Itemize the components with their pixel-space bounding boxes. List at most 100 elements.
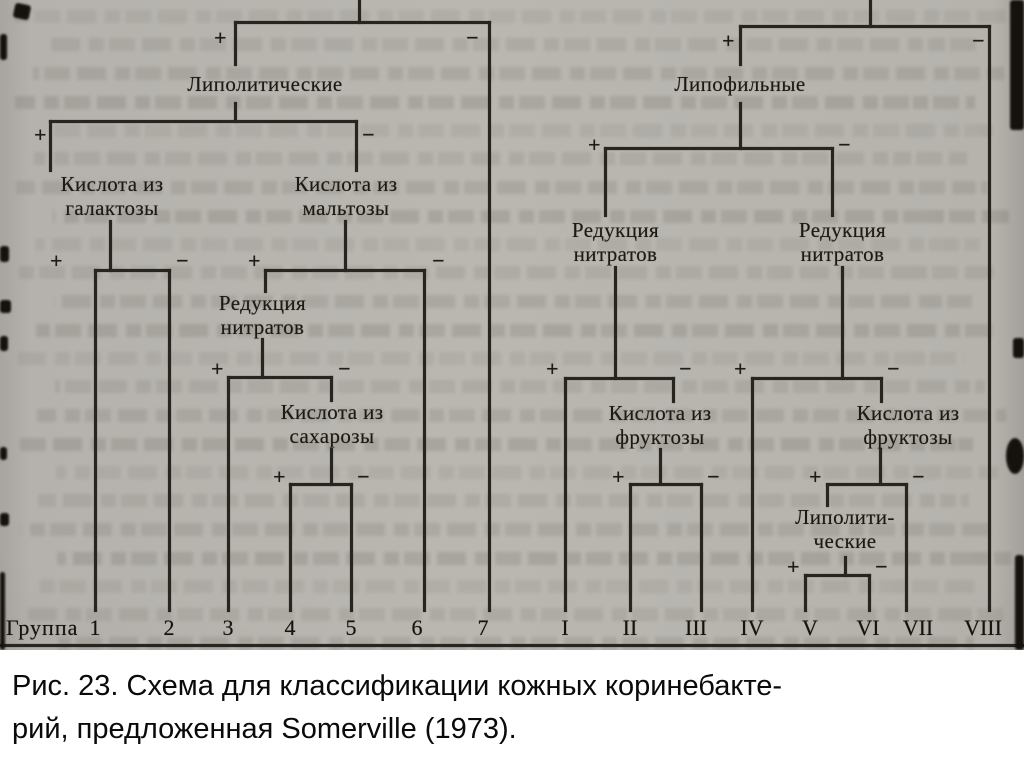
bleedthrough-line <box>36 324 993 337</box>
group-number: VI <box>856 615 880 640</box>
scan-artifact <box>0 300 11 313</box>
minus-sign: − <box>707 464 720 489</box>
bleedthrough-line <box>37 409 1006 422</box>
bleedthrough-line <box>20 523 990 536</box>
plus-sign: + <box>273 464 286 489</box>
tree-connector <box>988 25 991 612</box>
plus-sign: + <box>248 248 261 273</box>
tree-connector <box>672 377 675 403</box>
minus-sign: − <box>362 122 375 147</box>
node-label-lipolytic: Липолитические <box>150 72 380 96</box>
group-number: 2 <box>163 615 175 640</box>
tree-connector <box>264 269 267 293</box>
node-label-line: Кислота из <box>608 401 712 425</box>
group-number: I <box>561 615 569 640</box>
tree-connector <box>880 377 883 403</box>
tree-connector <box>739 102 742 150</box>
node-label-line: фруктозы <box>863 425 953 449</box>
node-label-line: мальтозы <box>302 196 390 220</box>
scan-artifact <box>12 2 32 21</box>
tree-connector <box>168 269 171 612</box>
tree-connector <box>604 147 607 217</box>
node-label-maltose: Кислота из мальтозы <box>276 172 416 220</box>
tree-connector <box>109 220 112 272</box>
tree-connector <box>868 574 871 612</box>
plus-sign: + <box>612 464 625 489</box>
tree-connector <box>614 266 617 380</box>
group-number: V <box>802 615 818 640</box>
figure-caption: Рис. 23. Схема для классификации кожных … <box>0 650 1024 767</box>
node-label-line: галактозы <box>65 196 159 220</box>
node-label-fructose-right2: Кислота из фруктозы <box>838 401 978 449</box>
group-number: 3 <box>222 615 234 640</box>
node-label-nitrate-right1: Редукция нитратов <box>552 218 679 266</box>
bleedthrough-line <box>52 124 996 137</box>
tree-connector <box>739 25 991 28</box>
scan-artifact <box>1006 438 1024 474</box>
bleedthrough-line <box>18 352 964 365</box>
classification-tree: + − + − + − + − + − + − + − + − + − + − … <box>0 0 1024 647</box>
tree-connector <box>423 269 426 612</box>
tree-connector <box>879 448 882 485</box>
group-number: VII <box>902 615 934 640</box>
tree-connector <box>227 376 230 612</box>
tree-connector <box>227 376 333 379</box>
tree-connector <box>629 483 703 486</box>
minus-sign: − <box>176 248 189 273</box>
node-label-line: фруктозы <box>615 425 705 449</box>
group-number: III <box>685 615 707 640</box>
tree-connector <box>905 483 908 612</box>
node-label-galactose: Кислота из галактозы <box>38 172 186 220</box>
tree-connector <box>94 269 171 272</box>
bleedthrough-line <box>53 210 1009 223</box>
tree-connector <box>604 147 834 150</box>
bleedthrough-line <box>35 238 980 251</box>
bleedthrough-line <box>51 38 983 51</box>
plus-sign: + <box>214 25 227 50</box>
bleedthrough-line <box>54 295 972 308</box>
tree-connector <box>264 269 426 272</box>
bleedthrough-line <box>34 152 967 165</box>
minus-sign: − <box>357 464 370 489</box>
tree-connector <box>629 483 632 612</box>
tree-connector <box>234 102 237 123</box>
tree-connector <box>330 376 333 402</box>
node-label-lipophilic: Липофильные <box>645 72 835 96</box>
group-number: 4 <box>284 615 296 640</box>
node-label-line: Кислота из <box>280 400 384 424</box>
group-number: VIII <box>964 615 1002 640</box>
group-number: IV <box>740 615 764 640</box>
tree-connector <box>826 483 829 507</box>
group-number: 7 <box>477 615 489 640</box>
node-label-line: Редукция <box>798 218 887 242</box>
scan-artifact <box>1013 338 1024 358</box>
node-label-line: сахарозы <box>289 424 375 448</box>
node-label-lipolytic-small: Липолити- ческие <box>787 505 903 553</box>
scan-artifact <box>0 34 7 60</box>
plus-sign: + <box>787 554 800 579</box>
bleedthrough-line <box>39 580 982 593</box>
tree-connector <box>841 266 844 380</box>
tree-connector <box>751 377 883 380</box>
minus-sign: − <box>972 28 985 53</box>
node-label-line: Редукция <box>571 218 660 242</box>
plus-sign: + <box>546 356 559 381</box>
group-number: II <box>622 615 638 640</box>
node-label-line: Липолитические <box>187 72 343 96</box>
bleedthrough-line <box>57 552 1011 565</box>
plus-sign: + <box>722 28 735 53</box>
bleedthrough-line <box>38 494 969 507</box>
scan-artifact <box>0 447 7 460</box>
scan-artifact <box>0 336 8 351</box>
plus-sign: + <box>809 464 822 489</box>
tree-connector <box>234 21 237 66</box>
tree-connector <box>564 377 675 380</box>
plus-sign: + <box>34 122 47 147</box>
bleedthrough-line <box>14 10 1012 23</box>
tree-connector <box>350 483 353 612</box>
node-label-line: нитратов <box>800 242 885 266</box>
scan-artifact <box>0 246 9 262</box>
tree-connector <box>844 556 847 577</box>
tree-connector <box>564 377 567 612</box>
plus-sign: + <box>734 356 747 381</box>
